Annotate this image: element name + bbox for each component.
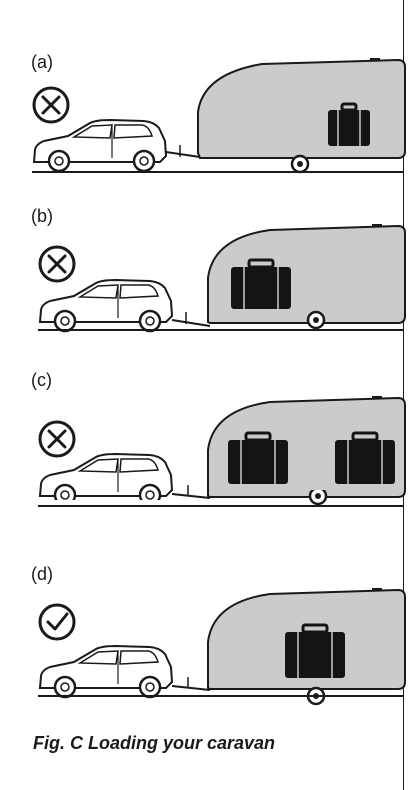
panel-c-scene [0,310,413,500]
cross-circle-icon [34,88,68,122]
luggage-icon [335,433,395,484]
luggage-icon [231,260,291,309]
cross-circle-icon [40,422,74,456]
car-icon [40,646,172,697]
cross-circle-icon [40,247,74,281]
check-circle-icon [40,605,74,639]
figure-caption: Fig. C Loading your caravan [33,733,275,754]
luggage-icon [285,625,345,678]
luggage-icon [228,433,288,484]
luggage-icon [328,104,370,146]
panel-c-ground [0,490,413,520]
tow-hitch [172,677,210,690]
panel-d-scene [0,530,413,720]
